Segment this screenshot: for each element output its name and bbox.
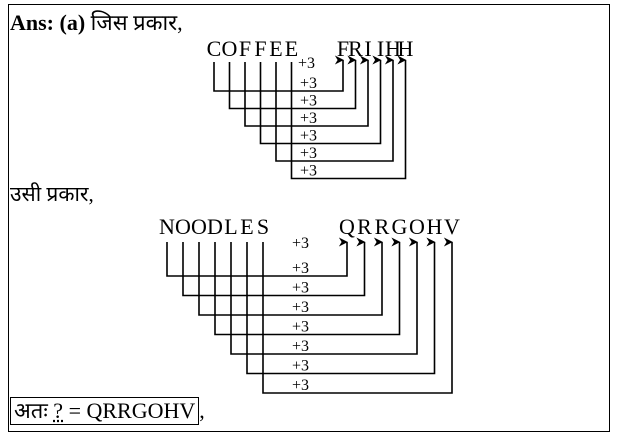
example1-source-letter: F bbox=[239, 36, 251, 61]
similarly-text: उसी प्रकार, bbox=[10, 182, 94, 206]
final-answer-box: अतः ? = QRRGOHV bbox=[10, 397, 200, 425]
example1-target-letter: H bbox=[385, 36, 401, 61]
equals-sign: = bbox=[68, 398, 81, 423]
answer-value: QRRGOHV bbox=[86, 398, 196, 423]
example2-target-letter: H bbox=[427, 214, 443, 239]
example1-step-label: +3 bbox=[300, 128, 317, 145]
example2-step-label: +3 bbox=[292, 280, 309, 297]
example1-connector bbox=[228, 55, 357, 110]
example1-source-letter: E bbox=[285, 36, 298, 61]
example2-target-letter: R bbox=[357, 214, 372, 239]
example2-connector bbox=[246, 237, 436, 375]
answer-heading: Ans: (a) जिस प्रकार, bbox=[10, 7, 183, 37]
example1-step-label: +3 bbox=[300, 145, 317, 162]
example2-target-letter: V bbox=[444, 214, 460, 239]
question-mark: ? bbox=[53, 398, 64, 423]
example2-target-letter: R bbox=[375, 214, 390, 239]
example2-connector bbox=[166, 237, 348, 277]
example1-step-label: +3 bbox=[300, 93, 317, 110]
trailing-comma: , bbox=[199, 398, 205, 423]
therefore-text: अतः bbox=[14, 398, 48, 423]
example1-source-letter: F bbox=[254, 36, 266, 61]
example1-connector bbox=[244, 55, 369, 127]
example2-source-letter: N bbox=[159, 214, 175, 239]
answer-frame bbox=[8, 4, 610, 432]
example2-step-label: +3 bbox=[292, 260, 309, 277]
example2-shift-label: +3 bbox=[292, 235, 309, 252]
example1-target-letter: I bbox=[377, 36, 384, 61]
example1-step-label: +3 bbox=[300, 110, 317, 127]
example1-source-letter: O bbox=[222, 36, 238, 61]
example2-source-letter: O bbox=[191, 214, 207, 239]
example1-connector bbox=[213, 55, 344, 92]
example1-step-label: +3 bbox=[300, 75, 317, 92]
example2-target-letter: G bbox=[392, 214, 408, 239]
example1-target-letter: H bbox=[398, 36, 414, 61]
example1-target-letter: R bbox=[348, 36, 363, 61]
example2-target-letter: Q bbox=[339, 214, 355, 239]
heading-text: जिस प्रकार, bbox=[90, 10, 183, 35]
example2-step-label: +3 bbox=[292, 299, 309, 316]
example2-connector bbox=[198, 237, 383, 316]
example1-step-label: +3 bbox=[300, 163, 317, 180]
example1-source-letter: E bbox=[269, 36, 282, 61]
example1-connector bbox=[290, 55, 407, 180]
final-answer-line: अतः ? = QRRGOHV , bbox=[10, 397, 205, 425]
example2-source-letter: S bbox=[257, 214, 269, 239]
example1-connector bbox=[275, 55, 394, 162]
example1-target-letter: I bbox=[364, 36, 371, 61]
example2-source-letter: O bbox=[175, 214, 191, 239]
example2-source-letter: E bbox=[240, 214, 253, 239]
example2-step-label: +3 bbox=[292, 338, 309, 355]
example2-connector bbox=[214, 237, 401, 336]
example1-target-letter: F bbox=[337, 36, 349, 61]
example2-source-letter: L bbox=[224, 214, 237, 239]
example1-shift-label: +3 bbox=[298, 55, 315, 72]
example2-step-label: +3 bbox=[292, 358, 309, 375]
example2-connector bbox=[230, 237, 418, 355]
example2-connector bbox=[262, 237, 453, 394]
answer-prefix: Ans: (a) bbox=[10, 10, 86, 35]
example2-step-label: +3 bbox=[292, 377, 309, 394]
example2-source-letter: D bbox=[207, 214, 223, 239]
example2-step-label: +3 bbox=[292, 319, 309, 336]
example2-connector bbox=[182, 237, 366, 297]
example1-connector bbox=[259, 55, 382, 145]
example2-target-letter: O bbox=[409, 214, 425, 239]
example1-source-letter: C bbox=[207, 36, 222, 61]
